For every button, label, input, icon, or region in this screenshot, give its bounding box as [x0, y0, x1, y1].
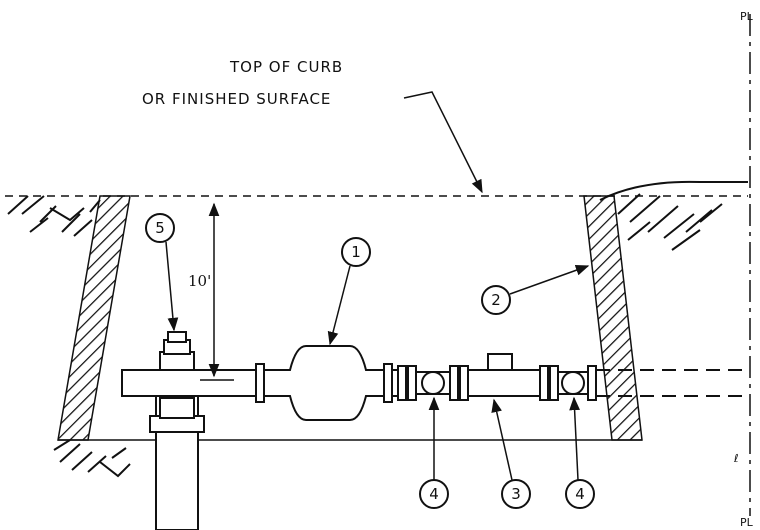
air-valve-fitting [159, 331, 195, 371]
vault-wall-right [583, 195, 643, 441]
note-top-of-curb: TOP OF CURB [229, 58, 343, 76]
callout-leader-1 [327, 265, 351, 346]
note-finished-surface: OR FINISHED SURFACE [142, 90, 331, 108]
callout-circle-4b [565, 479, 595, 509]
callout-leader-5 [165, 241, 179, 332]
gate-valve-right [539, 365, 597, 401]
flange-right [383, 363, 393, 403]
callout-text-3: 3 [511, 485, 521, 503]
callout-circle-3 [501, 479, 531, 509]
callout-text-5: 5 [155, 219, 165, 237]
soil-hatching-left [7, 195, 131, 478]
callout-circle-5 [145, 213, 175, 243]
callout-text-4a: 4 [429, 485, 439, 503]
strainer-spool [467, 353, 541, 397]
property-line-label-top: PL [740, 10, 754, 23]
callout-text-4b: 4 [575, 485, 585, 503]
callout-leader-4b [569, 396, 580, 481]
callout-circle-2 [481, 285, 511, 315]
callout-text-2: 2 [491, 291, 501, 309]
note-leader-arrow [403, 91, 483, 194]
gate-valve-left [397, 365, 469, 401]
callout-leader-3 [491, 398, 513, 481]
soil-hatching-right [599, 180, 748, 251]
main-pipe-left [121, 369, 259, 397]
meter-body [263, 345, 385, 421]
property-line-label-bottom: PL [740, 516, 754, 529]
callout-leader-2 [509, 265, 590, 295]
inlet-riser-pipe [149, 395, 205, 530]
callout-circle-1 [341, 237, 371, 267]
callout-text-1: 1 [351, 243, 361, 261]
flange-left [255, 363, 265, 403]
vault-wall-left [57, 195, 131, 441]
centerline-mark: ℓ [733, 452, 739, 465]
dimension-label: 10' [188, 272, 211, 290]
